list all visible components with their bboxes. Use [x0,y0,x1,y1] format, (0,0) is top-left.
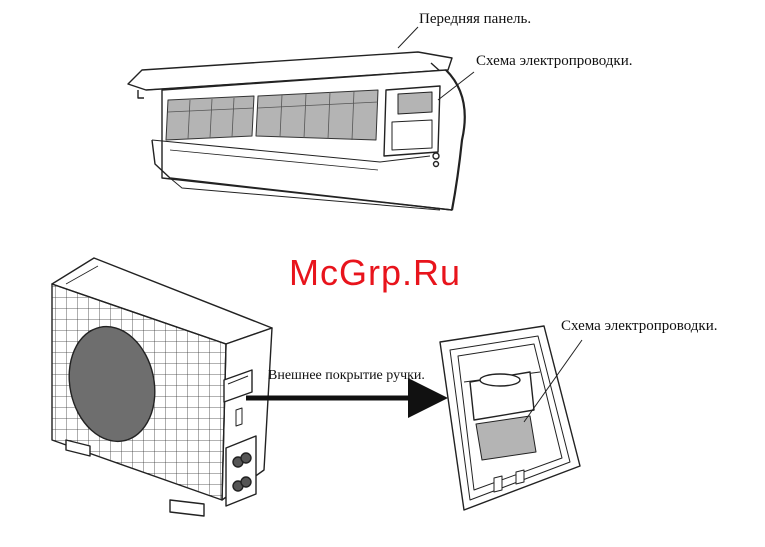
cover-detail [440,326,582,510]
outdoor-wiring-label: Схема электропроводки. [561,318,718,335]
indoor-unit [128,27,474,210]
wiring-sticker [476,416,536,460]
front-panel-label: Передняя панель. [419,11,531,28]
outdoor-unit [52,258,272,516]
watermark: McGrp.Ru [289,252,461,294]
indoor-wiring-label: Схема электропроводки. [476,53,633,70]
handle-cover-label: Внешнее покрытие ручки. [268,368,425,384]
